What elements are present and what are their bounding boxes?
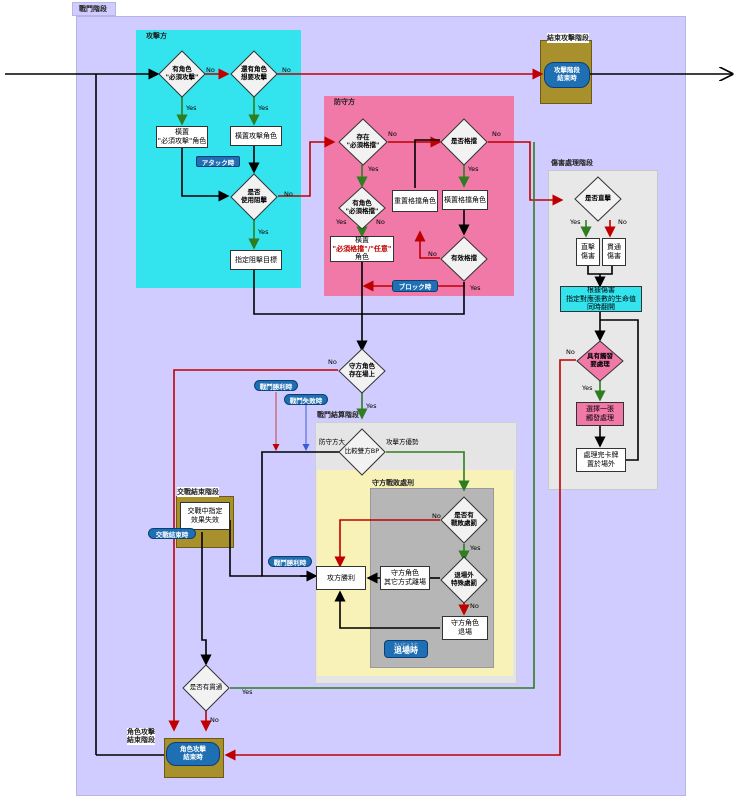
attack-when-pill[interactable]: アタック時 [196,156,240,167]
exchange-end-pill[interactable]: 交戰結束時 [148,528,196,539]
char-end-title: 角色攻擊 結束階段 [127,728,155,745]
resolution-zone-title: 戰鬥結算階段 [317,411,359,419]
label-yes-1: Yes [186,104,197,112]
defender-loss-title: 守方戰敗處刑 [372,479,414,487]
exists-must-block-decision[interactable]: 存在 "必須格擋" [338,118,388,166]
tap-must-block-post: 角色 [355,253,369,262]
use-block-decision[interactable]: 是否 使用阻擊 [230,173,278,221]
tap-must-block-pre: 橫置 [355,235,369,244]
label-no-7: No [428,250,437,258]
battle-phase-tab [72,2,116,16]
label-yes-2: Yes [258,104,269,112]
def-on-field-decision[interactable]: 守方角色 存在場上 [338,348,386,394]
tap-must-block-red: "必須格擋"/"任意" [332,244,392,253]
finish-card-box[interactable]: 處理完卡牌 置於場外 [576,448,626,472]
battle-win-pill[interactable]: 戰鬥勝利時 [254,380,298,391]
tap-must-block-box[interactable]: 橫置 "必須格擋"/"任意" 角色 [330,236,394,262]
label-yes-8: Yes [366,402,377,410]
direct-damage-box[interactable]: 直擊 傷害 [576,238,600,266]
has-must-block-decision[interactable]: 有角色 "必須格擋" [338,186,386,230]
damage-zone-title: 傷害處理階段 [551,159,593,167]
direct-decision[interactable]: 是否直擊 [574,176,622,222]
def-big-label: 防守方大 [319,438,345,446]
tap-attacker-box[interactable]: 橫置攻擊角色 [230,126,282,146]
def-retire-box[interactable]: 守方角色 退場 [442,616,488,640]
tap-must-attack-box[interactable]: 橫置 "必須攻擊"角色 [156,126,208,148]
label-no-8: No [328,358,337,366]
label-no-3: No [284,190,293,198]
label-no-10: No [470,602,479,610]
label-yes-6: Yes [336,218,347,226]
compare-bp-decision[interactable]: 比較雙方BP [338,428,386,476]
label-yes-11: Yes [570,218,581,226]
label-yes-4: Yes [368,165,379,173]
label-no-9: No [432,512,441,520]
label-yes-5: Yes [468,165,479,173]
label-no-2: No [282,66,291,74]
valid-block-decision[interactable]: 有效格擋 [440,236,488,282]
label-yes-10: Yes [242,688,253,696]
label-no-12: No [618,218,627,226]
retire-when-pill[interactable]: たいじょうじ 退場時 [384,640,428,658]
label-yes-9: Yes [470,544,481,552]
select-block-target-box[interactable]: 指定阻擊目標 [230,250,282,270]
battle-win-pill-2[interactable]: 戰鬥勝利時 [268,556,312,567]
has-want-attack-decision[interactable]: 還有角色 想要攻擊 [230,50,278,98]
def-leave-other-box[interactable]: 守方角色 其它方式離場 [380,566,430,590]
attacker-win-box[interactable]: 攻方勝利 [316,566,366,590]
block-when-pill[interactable]: ブロック時 [392,280,438,292]
battle-end-title: 結束攻擊階段 [547,33,589,43]
damage-calc-box[interactable]: 根據傷害 指定對應張數的生命值 同時翻開 [560,286,642,312]
reselect-blocker-box[interactable]: 重置格擋角色 [392,190,438,212]
label-no-1: No [206,66,215,74]
trigger-decision[interactable]: 具有觸發 要處理 [576,340,624,382]
battle-phase-title: 戰鬥階段 [79,5,107,13]
tap-blocker-box[interactable]: 橫置格擋角色 [442,190,488,210]
leave-punish-decision[interactable]: 退場外 特殊處罰 [440,556,488,604]
battle-lose-pill[interactable]: 戰鬥失敗時 [284,394,328,405]
exchange-end-title: 交戰結束階段 [177,487,219,497]
atk-adv-label: 攻擊方優勢 [386,438,419,446]
label-yes-3: Yes [258,228,269,236]
label-no-13: No [566,348,575,356]
label-yes-7: Yes [470,284,481,292]
attack-phase-end-pill[interactable]: 攻擊階段 結束時 [544,62,590,88]
has-must-attack-decision[interactable]: 有角色 "必須攻擊" [158,50,206,98]
effect-expire-box[interactable]: 交戰中指定 效果失效 [180,502,230,530]
retire-when-text: 退場時 [394,645,418,655]
pierce-damage-box[interactable]: 貫通 傷害 [602,238,626,266]
choose-trigger-box[interactable]: 選擇一張 觸發處理 [576,402,624,426]
label-no-11: No [210,716,219,724]
defender-zone-title: 防守方 [334,98,355,106]
label-no-5: No [492,130,501,138]
label-no-6: No [376,218,385,226]
block-decision[interactable]: 是否格擋 [440,118,488,166]
char-attack-end-pill[interactable]: 角色攻擊 結束時 [166,742,220,766]
pierce-decision[interactable]: 是否有貫通 [182,664,230,712]
label-no-4: No [388,130,397,138]
retire-small-text: たいじょうじ [394,641,418,647]
label-yes-12: Yes [582,384,593,392]
attacker-zone-title: 攻擊方 [146,32,167,40]
def-punish-decision[interactable]: 是否有 戰敗處罰 [440,496,488,544]
